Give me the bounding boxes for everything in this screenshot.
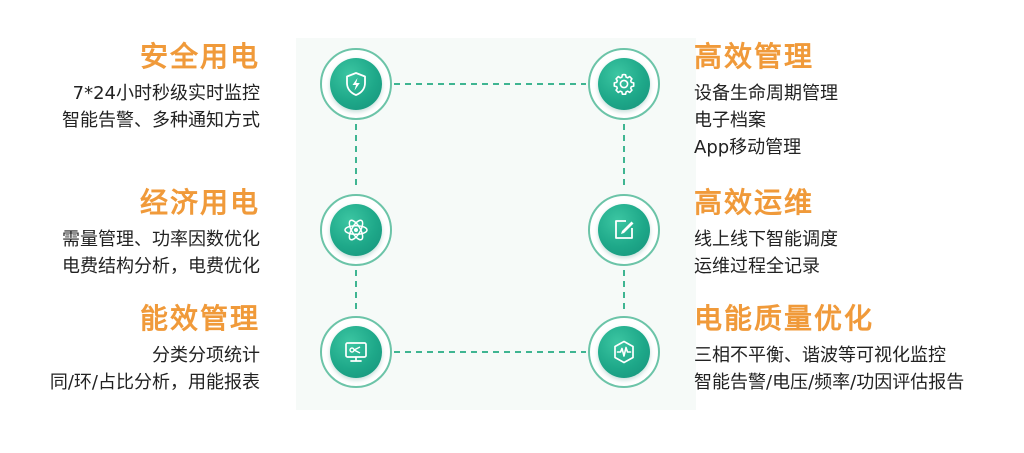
feature-energy-efficiency: 能效管理 分类分项统计 同/环/占比分析，用能报表	[50, 302, 260, 396]
feature-line: 分类分项统计	[152, 345, 260, 366]
feature-title: 高效管理	[694, 40, 815, 73]
edit-wrench-icon	[615, 220, 634, 239]
feature-line: 运维过程全记录	[694, 256, 820, 277]
feature-line: 同/环/占比分析，用能报表	[49, 372, 260, 393]
feature-line: 三相不平衡、谐波等可视化监控	[694, 345, 946, 366]
node-efficient-ops	[588, 194, 660, 266]
gear-icon	[613, 73, 635, 95]
feature-line: App移动管理	[694, 137, 802, 158]
feature-safe-power: 安全用电 7*24小时秒级实时监控 智能告警、多种通知方式	[62, 40, 260, 134]
feature-title: 电能质量优化	[694, 302, 875, 335]
feature-line: 智能告警/电压/频率/功因评估报告	[694, 372, 965, 393]
feature-efficient-management: 高效管理 设备生命周期管理 电子档案 App移动管理	[694, 40, 838, 161]
shield-lightning-icon	[346, 72, 366, 96]
node-efficient-management	[588, 48, 660, 120]
feature-line: 智能告警、多种通知方式	[62, 110, 260, 131]
feature-title: 经济用电	[139, 186, 260, 219]
feature-title: 安全用电	[139, 40, 260, 73]
feature-line: 电费结构分析，电费优化	[62, 256, 260, 277]
feature-power-quality: 电能质量优化 三相不平衡、谐波等可视化监控 智能告警/电压/频率/功因评估报告	[694, 302, 964, 396]
node-energy-efficiency	[320, 316, 392, 388]
node-safe-power	[320, 48, 392, 120]
feature-line: 设备生命周期管理	[694, 83, 838, 104]
feature-efficient-ops: 高效运维 线上线下智能调度 运维过程全记录	[694, 186, 838, 280]
node-power-quality	[588, 316, 660, 388]
waveform-shield-icon	[614, 340, 634, 364]
feature-title: 能效管理	[139, 302, 260, 335]
feature-line: 线上线下智能调度	[694, 229, 838, 250]
feature-economic-power: 经济用电 需量管理、功率因数优化 电费结构分析，电费优化	[62, 186, 260, 280]
feature-title: 高效运维	[694, 186, 815, 219]
monitor-chart-icon	[345, 342, 367, 362]
feature-line: 需量管理、功率因数优化	[62, 229, 260, 250]
node-economic-power	[320, 194, 392, 266]
atom-icon	[344, 219, 368, 241]
feature-line: 7*24小时秒级实时监控	[72, 83, 260, 104]
feature-line: 电子档案	[694, 110, 766, 131]
